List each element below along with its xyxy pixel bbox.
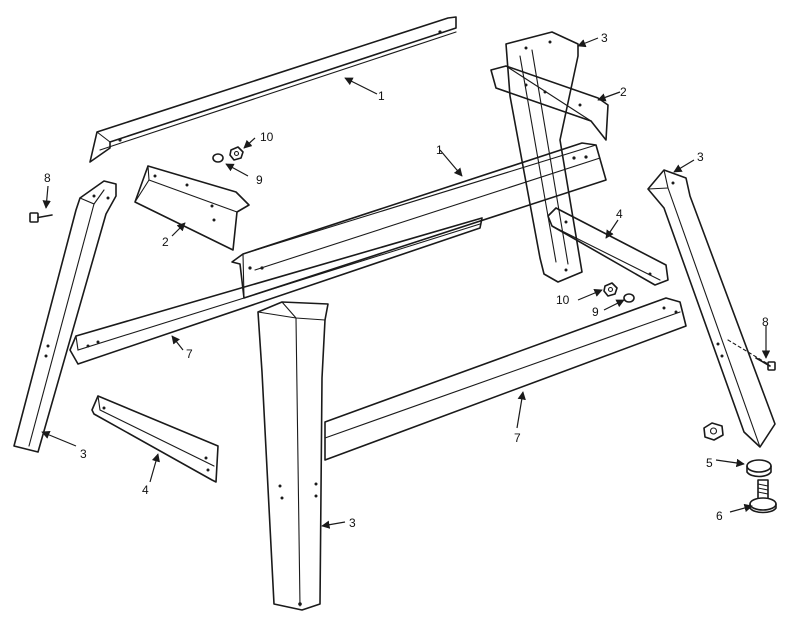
corner-bracket-right	[490, 65, 609, 141]
carriage-bolt-left	[29, 212, 53, 223]
carriage-bolt-right	[727, 339, 776, 371]
callout-7-left: 7	[186, 347, 193, 361]
stretcher-lower-left	[91, 395, 219, 483]
leg-left	[13, 180, 117, 453]
callout-3-back: 3	[601, 31, 608, 45]
callout-9-upper: 9	[256, 173, 263, 187]
washer-upper	[212, 153, 224, 163]
leader-lines	[41, 37, 771, 529]
leg-front	[257, 301, 329, 611]
stretcher-upper-right	[547, 207, 669, 286]
callout-2-left: 2	[162, 235, 169, 249]
callout-8-right: 8	[762, 315, 769, 329]
nut-upper	[229, 146, 244, 161]
callout-1-upper: 1	[378, 89, 385, 103]
washer-lower	[623, 293, 635, 303]
callout-8-left: 8	[44, 171, 51, 185]
callout-10-lower: 10	[556, 293, 570, 307]
callout-5: 5	[706, 456, 713, 470]
callout-4-lower: 4	[142, 483, 149, 497]
side-rail-left	[69, 217, 483, 365]
callout-3-right: 3	[697, 150, 704, 164]
callout-9-lower: 9	[592, 305, 599, 319]
lock-nut	[746, 459, 772, 478]
top-rail-upper	[89, 16, 457, 163]
callout-4-upper: 4	[616, 207, 623, 221]
leg-back	[505, 31, 583, 283]
nut-lower	[603, 282, 618, 297]
top-rail-center	[231, 142, 607, 299]
callout-3-front: 3	[349, 516, 356, 530]
callout-2-right: 2	[620, 85, 627, 99]
hex-nut	[703, 422, 724, 441]
leveling-foot	[749, 479, 777, 514]
callout-10-upper: 10	[260, 130, 274, 144]
callout-7-right: 7	[514, 431, 521, 445]
leg-right	[647, 169, 776, 448]
corner-bracket-left	[134, 165, 250, 251]
callout-6: 6	[716, 509, 723, 523]
side-rail-right	[324, 297, 687, 461]
callout-3-left: 3	[80, 447, 87, 461]
callout-1-center: 1	[436, 143, 443, 157]
